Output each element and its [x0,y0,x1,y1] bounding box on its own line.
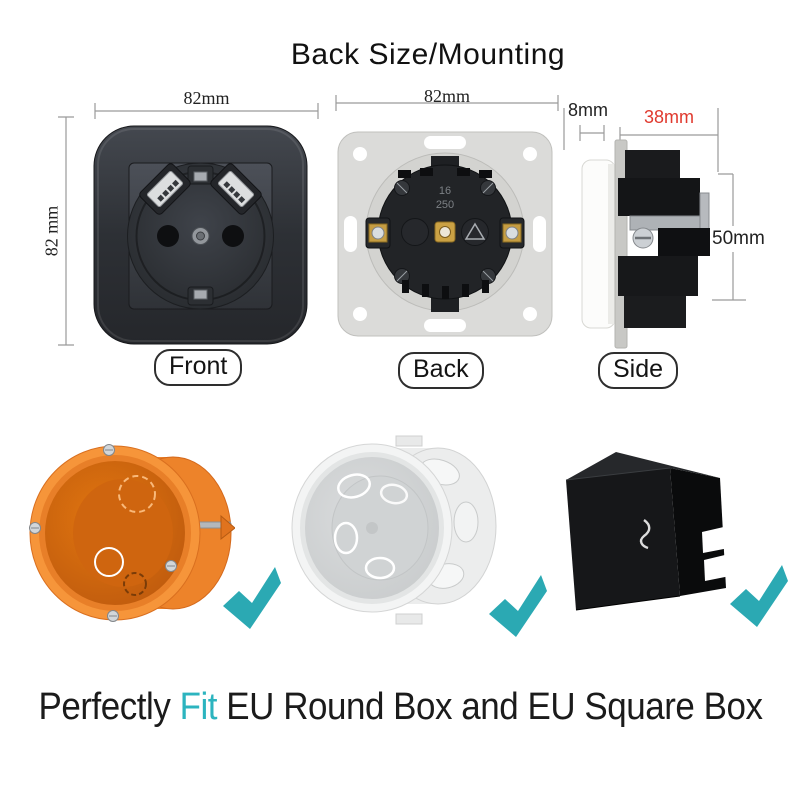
front-height-dimension-line [58,116,74,346]
back-width-label: 82mm [423,86,470,106]
side-body-height-label: 50mm [710,228,767,250]
checkmark-icon [223,567,281,629]
box-screws [29,444,177,622]
side-view-image [581,139,710,349]
caption-suffix: EU Round Box and EU Square Box [216,686,763,728]
side-8mm-dimension-line [563,108,605,150]
ground-clip-top [187,165,214,185]
eu-round-box-white-image [291,435,497,625]
ground-clip-bottom [187,286,214,306]
front-height-label: 82 mm [41,205,62,257]
back-view-label: Back [398,352,484,389]
front-view-image [93,125,308,345]
front-view-label: Front [154,349,243,386]
side-view-label: Side [598,352,679,389]
usb-port-left-icon [139,163,191,215]
caption: Perfectly Fit EU Round Box and EU Square… [0,686,800,729]
side-50mm-dimension-line [712,173,746,301]
eu-square-box-black-image [565,452,730,611]
checkmark-icon [730,565,788,627]
terminal-left [365,217,391,249]
center-fixing-screw [434,221,456,243]
caption-highlight: Fit [179,686,217,728]
front-width-label: 82mm [183,88,230,108]
wire-slots [398,168,492,299]
front-width-dimension-line [94,103,319,119]
side-embed-depth-label: 38mm [643,107,694,127]
socket-pin-hole-right [222,225,244,247]
caption-prefix: Perfectly [37,686,180,728]
side-mechanism-body [618,150,710,328]
usb-port-right-icon [210,163,262,215]
eu-round-box-orange-image [29,444,235,622]
socket-pin-hole-left [157,225,179,247]
checkmark-icon [489,575,547,637]
mechanism-dimple-left [401,218,429,246]
rating-voltage-text: 250 [436,199,454,211]
side-frame-thickness-label: 8mm [568,100,608,120]
page-title: Back Size/Mounting [290,38,566,71]
terminal-right [499,217,525,249]
center-screw-icon [191,227,210,245]
triangle-logo-icon [461,218,489,246]
mechanism-screws [394,180,496,284]
back-view-image: 16 250 [337,131,553,337]
back-width-dimension-line [335,95,559,111]
rating-current-text: 16 [439,185,451,197]
